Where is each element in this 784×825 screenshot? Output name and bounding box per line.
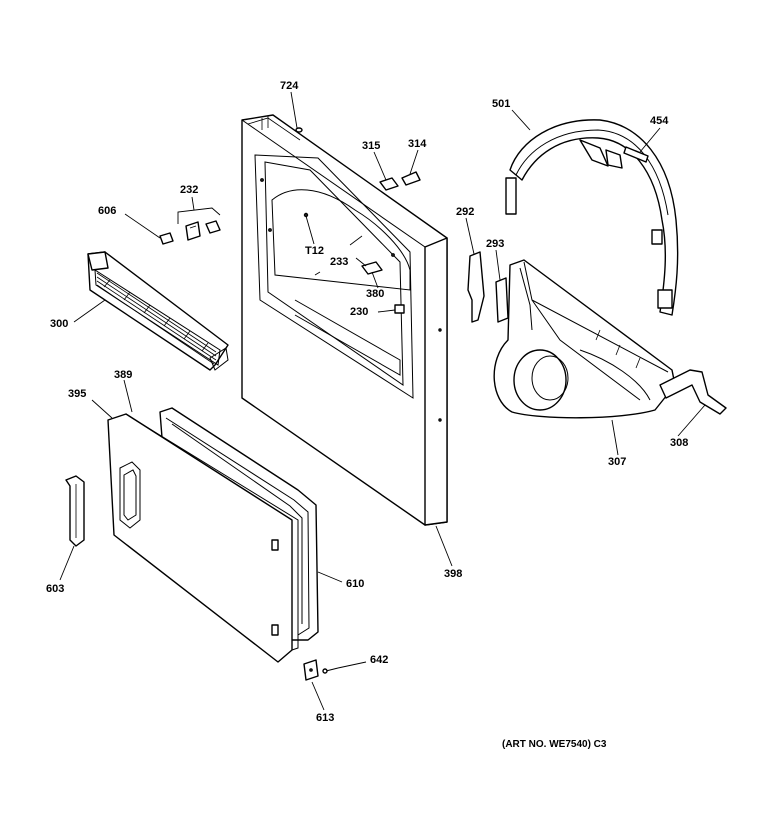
- label-314: 314: [408, 138, 427, 150]
- brackets: [467, 251, 509, 323]
- door-switch-assembly: [159, 207, 221, 245]
- lint-filter-housing: [87, 251, 229, 371]
- label-308: 308: [670, 437, 688, 449]
- label-380: 380: [366, 288, 384, 300]
- label-603: 603: [46, 583, 64, 595]
- label-389: 389: [114, 369, 132, 381]
- label-307: 307: [608, 456, 626, 468]
- dryer-door: [107, 407, 319, 663]
- label-232: 232: [180, 184, 198, 196]
- label-606: 606: [98, 205, 116, 217]
- label-395: 395: [68, 388, 86, 400]
- panel-hardware: [295, 127, 421, 314]
- duct-assembly: [493, 259, 676, 419]
- label-454: 454: [650, 115, 669, 127]
- label-610: 610: [346, 578, 364, 590]
- front-panel: [241, 114, 448, 526]
- label-293: 293: [486, 238, 504, 250]
- filter-mesh: [96, 272, 217, 365]
- art-number-note: (ART NO. WE7540) C3: [502, 739, 607, 750]
- drum-hoop: [505, 119, 679, 316]
- leader-lines: [59, 91, 706, 711]
- label-613: 613: [316, 712, 334, 724]
- label-315: 315: [362, 140, 380, 152]
- label-398: 398: [444, 568, 462, 580]
- label-292: 292: [456, 206, 474, 218]
- label-724: 724: [280, 80, 299, 92]
- label-501: 501: [492, 98, 510, 110]
- label-642: 642: [370, 654, 388, 666]
- callout-labels: 724 315 314 501 454 232 606 292 293 T12 …: [46, 80, 688, 724]
- door-strike: [303, 659, 339, 681]
- label-300: 300: [50, 318, 68, 330]
- door-handle: [65, 475, 85, 547]
- glide-454: [623, 146, 649, 163]
- label-233: 233: [330, 256, 348, 268]
- label-t12: T12: [305, 245, 324, 257]
- exhaust-duct-308: [659, 369, 727, 415]
- label-230: 230: [350, 306, 368, 318]
